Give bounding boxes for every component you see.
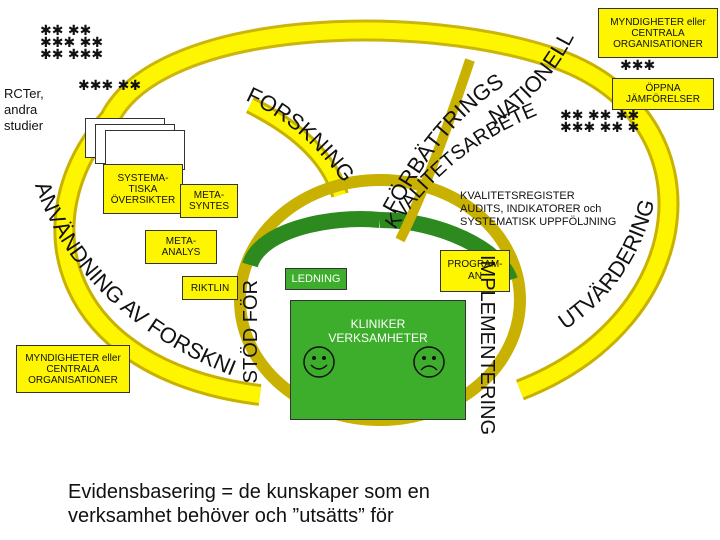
green-arc — [242, 211, 381, 269]
smiley-happy-icon — [303, 346, 335, 378]
ledning-box: LEDNING — [285, 268, 347, 290]
oppna-jamforelser-box: ÖPPNA JÄMFÖRELSER — [612, 78, 714, 110]
left-arc-arrow-inner — [56, 112, 261, 403]
systematiska-oversikter-box: SYSTEMA- TISKA ÖVERSIKTER — [103, 164, 183, 214]
riktlinjer-box: RIKTLIN — [182, 276, 238, 300]
meta-analys-box: META- ANALYS — [145, 230, 217, 264]
people-group-icon: ✱✱ ✱✱✱✱✱ ✱✱✱✱ ✱✱✱ — [40, 23, 104, 63]
meta-syntes-box: META- SYNTES — [180, 184, 238, 218]
kvalitetsregister-label: KVALITETSREGISTER AUDITS, INDIKATORER oc… — [460, 190, 617, 228]
myndigheter-left-box: MYNDIGHETER eller CENTRALA ORGANISATIONE… — [16, 345, 130, 393]
paper-stack-card — [105, 130, 185, 170]
kliniker-label: KLINIKER VERKSAMHETER — [328, 317, 428, 345]
people-group-icon: ✱✱✱ — [620, 58, 656, 74]
smiley-sad-icon — [413, 346, 445, 378]
top-arc-arrow-inner — [102, 22, 563, 122]
people-group-icon: ✱✱✱ ✱✱ — [78, 78, 142, 94]
curved-forskning: FORSKNING — [243, 82, 360, 186]
myndigheter-top-box: MYNDIGHETER eller CENTRALA ORGANISATIONE… — [598, 8, 718, 58]
bottom-text: Evidensbasering = de kunskaper som en ve… — [68, 481, 430, 527]
diagonal-arrow — [395, 58, 475, 243]
ledning-ring — [234, 174, 526, 426]
stod-for-vertical-text: STÖD FÖR — [240, 280, 262, 384]
people-group-icon: ✱✱ ✱✱ ✱✱✱✱✱ ✱✱ ✱ — [560, 108, 640, 136]
rcter-label: RCTer, andra studier — [4, 86, 44, 133]
program-box: PROGRAM- AN — [440, 250, 510, 292]
implementering-vertical-text: IMPLEMENTERING — [476, 255, 498, 436]
